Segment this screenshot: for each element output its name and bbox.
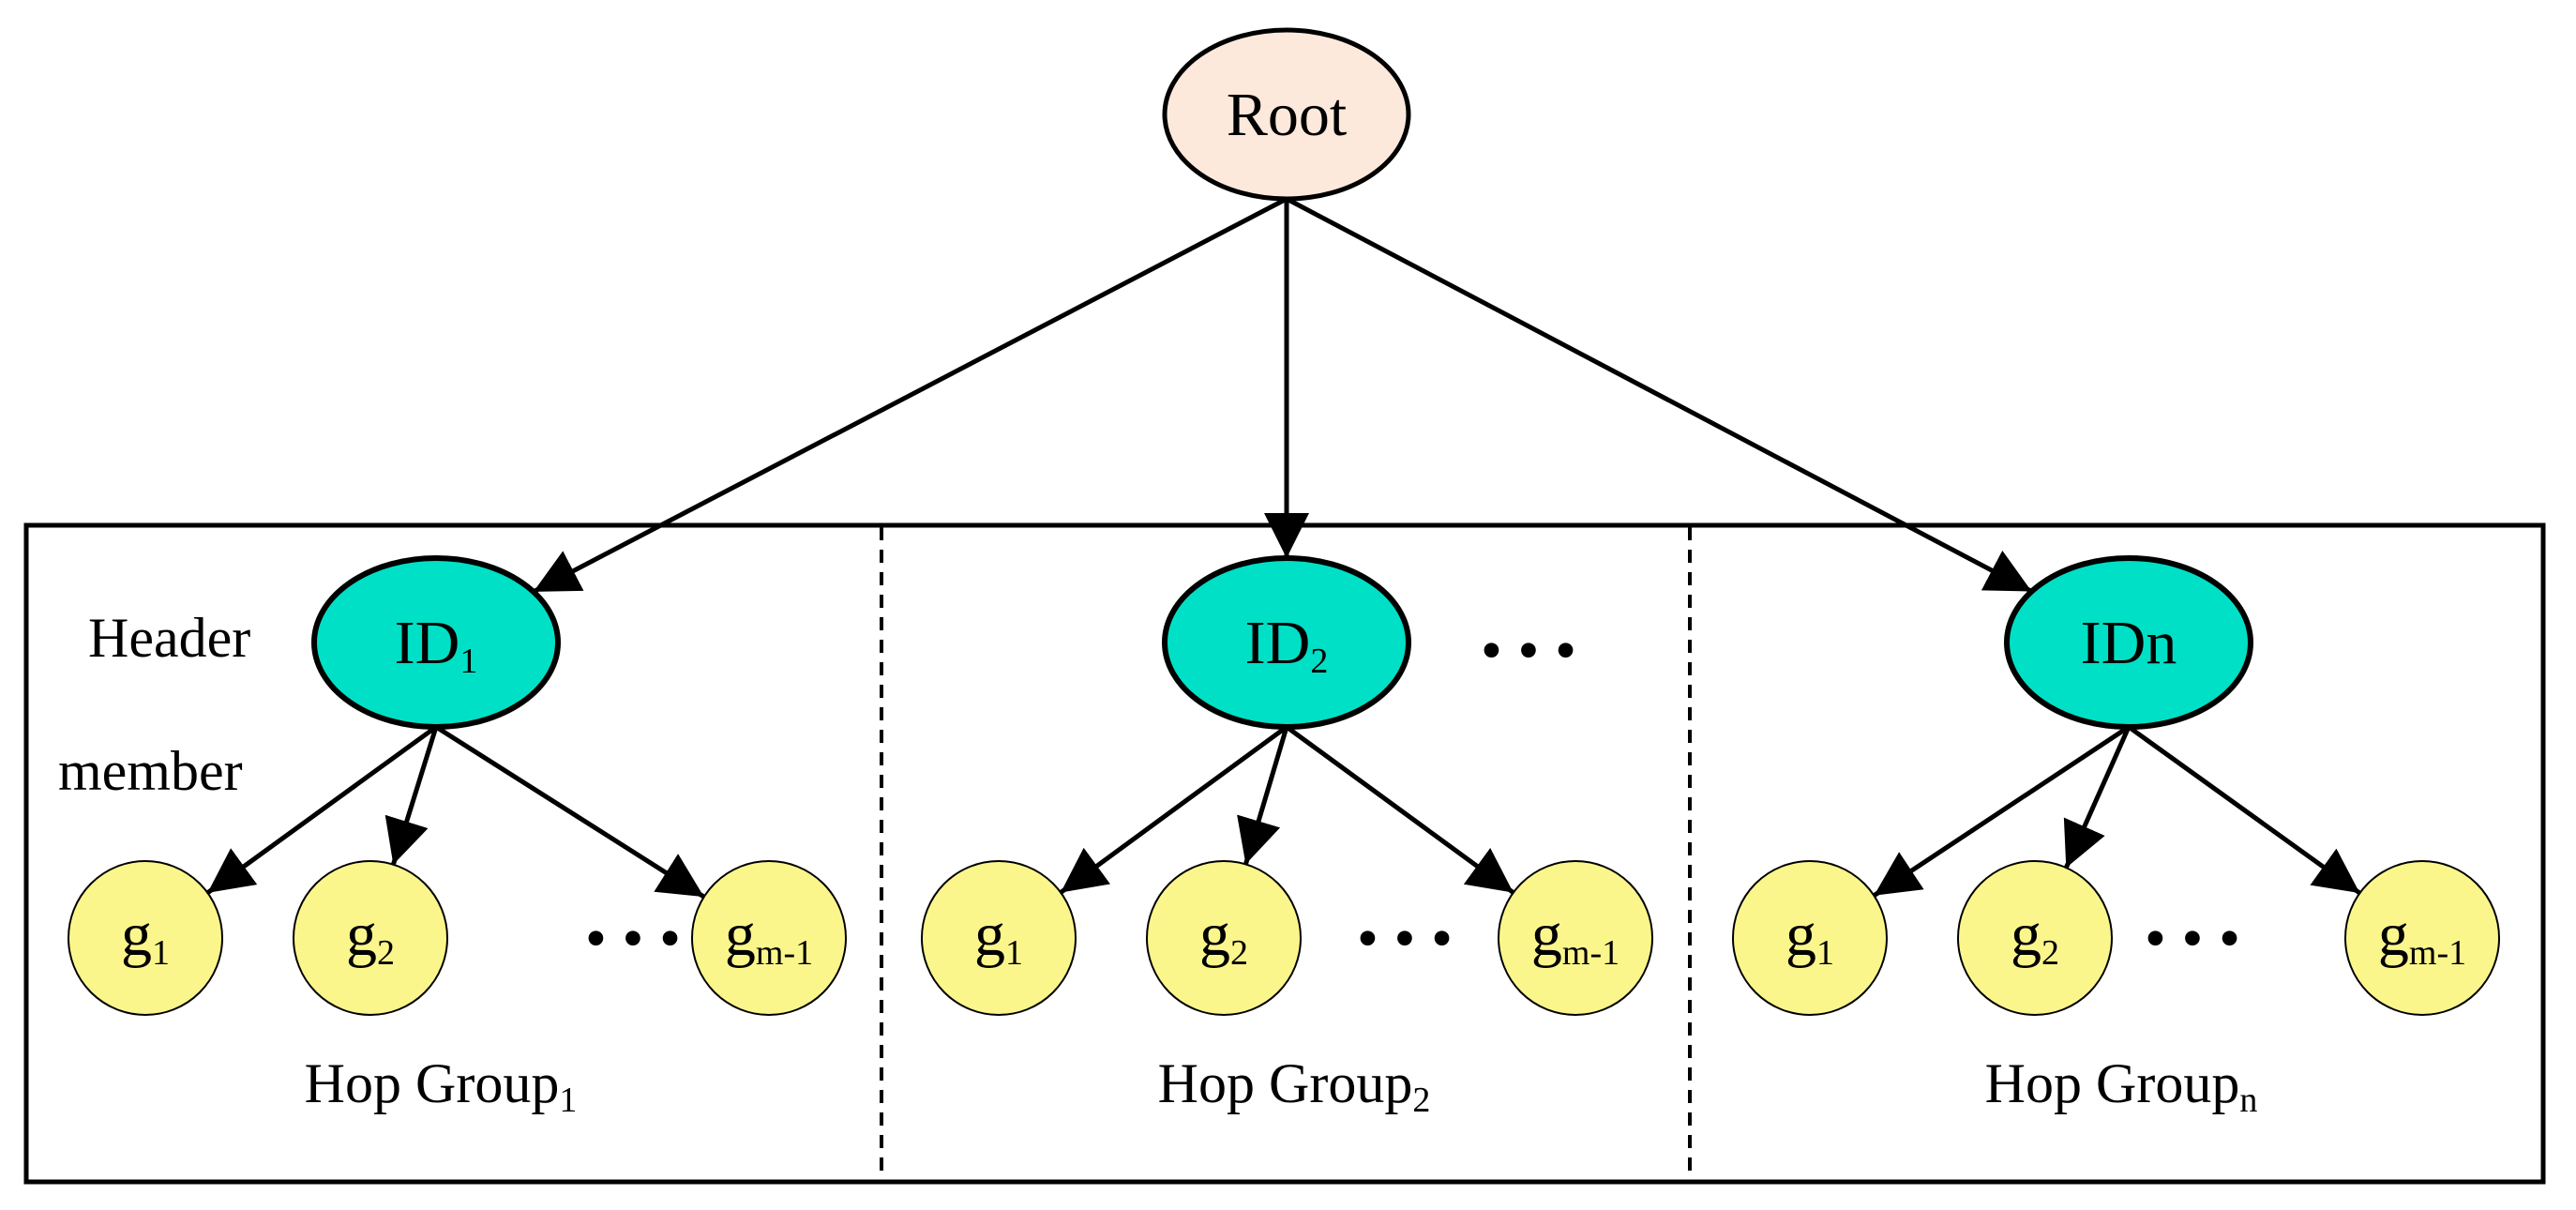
member-node-1-2-label-subscript: 2	[377, 933, 395, 973]
member-node-2-1-label-subscript: 1	[1005, 933, 1023, 973]
member-ellipsis-2: • • •	[1357, 904, 1453, 973]
root-node	[1162, 27, 1411, 202]
header-node-3	[2004, 555, 2253, 730]
member-node-1-3-label-subscript: m-1	[756, 933, 813, 973]
member-node-3-1	[1732, 860, 1888, 1016]
group-label-2-subscript: 2	[1412, 1081, 1430, 1120]
member-node-1-3-label: gm-1	[725, 900, 813, 973]
header-node-2-label-text: ID	[1245, 609, 1311, 677]
group-label-2-text: Hop Group	[1158, 1052, 1413, 1114]
member-node-1-1-label-text: g	[121, 900, 152, 969]
member-node-3-3	[2344, 860, 2500, 1016]
header-ellipsis: • • •	[1481, 616, 1576, 685]
edge-header-3-to-member-1	[1873, 724, 2131, 898]
member-node-2-2	[1146, 860, 1302, 1016]
member-node-2-3-label-text: g	[1531, 900, 1562, 969]
member-ellipsis-1: • • •	[585, 904, 681, 973]
header-side-label: Header	[88, 607, 250, 669]
header-node-1	[311, 555, 561, 730]
edge-header-2-to-member-2	[1237, 726, 1289, 866]
member-node-2-1-label-text: g	[974, 900, 1005, 969]
member-node-1-2-label-text: g	[346, 900, 377, 969]
member-node-3-3-label-text: g	[2378, 900, 2409, 969]
member-node-3-2	[1957, 860, 2113, 1016]
member-node-3-2-label-subscript: 2	[2041, 933, 2059, 973]
member-node-3-1-label-text: g	[1785, 900, 1816, 969]
header-node-1-label-subscript: 1	[459, 642, 477, 681]
edge-header-1-to-member-2	[384, 726, 439, 866]
edge-root-to-header-3	[1285, 196, 2033, 594]
edge-header-1-to-member-3	[434, 724, 706, 900]
member-node-2-3	[1498, 860, 1653, 1016]
member-node-3-1-label: g1	[1785, 900, 1834, 973]
edge-header-3-to-member-2	[2063, 725, 2132, 870]
member-node-2-2-label-text: g	[1199, 900, 1230, 969]
edge-header-3-to-member-3	[2127, 724, 2361, 896]
member-node-2-1	[921, 860, 1077, 1016]
header-node-1-label: ID1	[395, 609, 478, 681]
edges	[205, 196, 2361, 900]
member-node-1-1-label: g1	[121, 900, 170, 973]
header-node-2	[1162, 555, 1411, 730]
header-node-3-label-text: IDn	[2081, 609, 2177, 677]
edge-header-2-to-member-3	[1285, 724, 1515, 895]
member-node-2-1-label: g1	[974, 900, 1023, 973]
member-node-1-3	[691, 860, 847, 1016]
group-label-3-subscript: n	[2239, 1081, 2257, 1120]
group-label-3-text: Hop Group	[1985, 1052, 2240, 1114]
root-node-label: Root	[1227, 81, 1347, 149]
member-ellipsis-3: • • •	[2145, 904, 2240, 973]
edge-header-2-to-member-1	[1059, 724, 1288, 895]
header-node-1-label-text: ID	[395, 609, 460, 677]
member-node-1-1	[68, 860, 223, 1016]
member-node-1-2	[293, 860, 448, 1016]
group-label-1-text: Hop Group	[305, 1052, 560, 1114]
member-node-3-3-label-subscript: m-1	[2409, 933, 2466, 973]
member-node-2-3-label: gm-1	[1531, 900, 1619, 973]
member-node-3-3-label: gm-1	[2378, 900, 2466, 973]
member-node-3-2-label: g2	[2011, 900, 2059, 973]
group-label-3: Hop Groupn	[1985, 1052, 2258, 1120]
group-label-1-subscript: 1	[559, 1081, 577, 1120]
header-node-2-label-subscript: 2	[1310, 642, 1328, 681]
member-node-1-1-label-subscript: 1	[152, 933, 170, 973]
group-label-1: Hop Group1	[305, 1052, 578, 1120]
member-node-1-3-label-text: g	[725, 900, 756, 969]
member-node-1-2-label: g2	[346, 900, 395, 973]
member-node-3-1-label-subscript: 1	[1816, 933, 1834, 973]
edge-root-to-header-1	[532, 196, 1288, 595]
header-node-2-label: ID2	[1245, 609, 1329, 681]
member-node-2-2-label: g2	[1199, 900, 1248, 973]
member-node-2-3-label-subscript: m-1	[1562, 933, 1619, 973]
group-label-2: Hop Group2	[1158, 1052, 1431, 1120]
root-node-label-text: Root	[1227, 81, 1347, 149]
member-node-2-2-label-subscript: 2	[1230, 933, 1248, 973]
edge-header-1-to-member-1	[205, 724, 438, 895]
header-node-3-label: IDn	[2081, 609, 2177, 677]
member-node-3-2-label-text: g	[2011, 900, 2041, 969]
member-side-label: member	[58, 740, 243, 802]
